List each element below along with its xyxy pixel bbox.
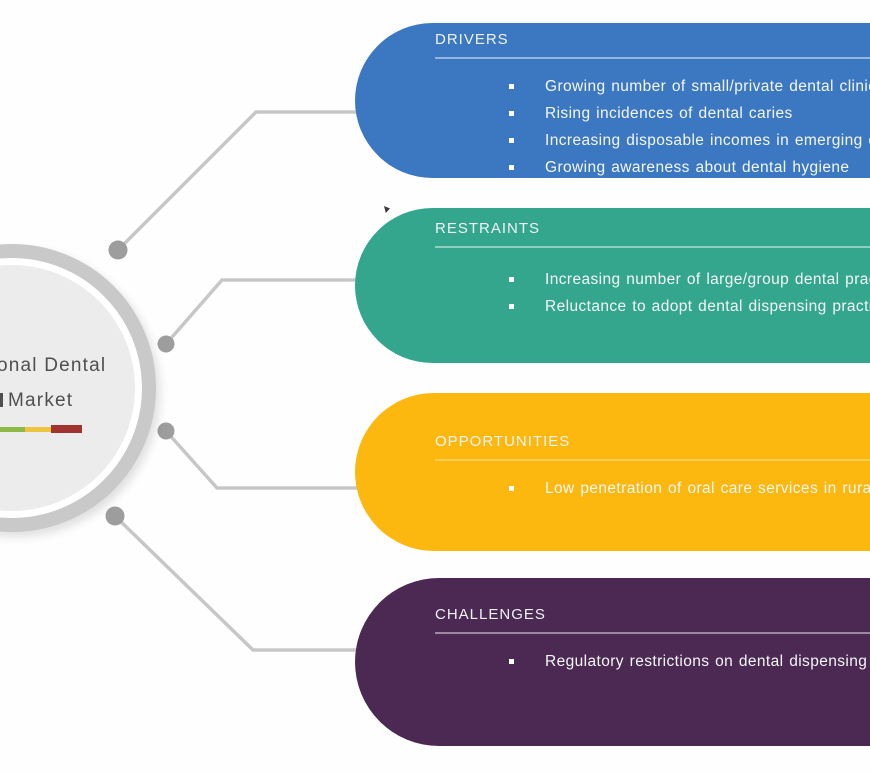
- drivers-bullet-list: Growing number of small/private dental c…: [435, 73, 870, 181]
- drivers-title: DRIVERS: [435, 31, 509, 48]
- restraints-bullet-list: Increasing number of large/group dental …: [435, 266, 870, 320]
- challenges-title: CHALLENGES: [435, 606, 546, 623]
- clipped-letter-sliver: [0, 393, 3, 407]
- market-title-line1: onal Dental: [0, 355, 107, 376]
- drivers-divider: [435, 57, 870, 59]
- opportunities-divider: [435, 459, 870, 461]
- opportunities-panel: OPPORTUNITIES Low penetration of oral ca…: [355, 393, 870, 551]
- rating-bar-yellow-segment: [25, 426, 51, 432]
- node-dot-opportunities: [157, 422, 175, 440]
- restraints-divider: [435, 246, 870, 248]
- opportunities-title: OPPORTUNITIES: [435, 433, 571, 450]
- restraints-title: RESTRAINTS: [435, 220, 541, 237]
- node-dot-drivers: [108, 240, 128, 260]
- connector-challenges: [113, 514, 368, 652]
- rating-bar: [0, 424, 82, 434]
- rating-bar-red-segment: [51, 425, 82, 433]
- node-dot-restraints: [157, 335, 175, 353]
- cursor-artifact: [384, 206, 390, 213]
- opportunities-bullet-list: Low penetration of oral care services in…: [435, 475, 870, 502]
- challenges-bullet-list: Regulatory restrictions on dental dispen…: [435, 648, 870, 675]
- bullet-item: Reluctance to adopt dental dispensing pr…: [507, 293, 870, 320]
- bullet-item: Low penetration of oral care services in…: [507, 475, 870, 502]
- bullet-item: Rising incidences of dental caries: [507, 100, 870, 127]
- market-title-line2: Market: [8, 390, 74, 411]
- bullet-item: Growing number of small/private dental c…: [507, 73, 870, 100]
- challenges-divider: [435, 632, 870, 634]
- connector-drivers: [116, 110, 368, 252]
- connector-restraints: [164, 278, 368, 346]
- bullet-item: Growing awareness about dental hygiene: [507, 154, 870, 181]
- drivers-panel: DRIVERS Growing number of small/private …: [355, 23, 870, 178]
- bullet-item: Increasing disposable incomes in emergin…: [507, 127, 870, 154]
- node-dot-challenges: [105, 506, 125, 526]
- bullet-item: Increasing number of large/group dental …: [507, 266, 870, 293]
- bullet-item: Regulatory restrictions on dental dispen…: [507, 648, 870, 675]
- challenges-panel: CHALLENGES Regulatory restrictions on de…: [355, 578, 870, 746]
- rating-bar-green-segment: [0, 426, 25, 432]
- connector-opportunities: [164, 429, 368, 490]
- restraints-panel: RESTRAINTS Increasing number of large/gr…: [355, 208, 870, 363]
